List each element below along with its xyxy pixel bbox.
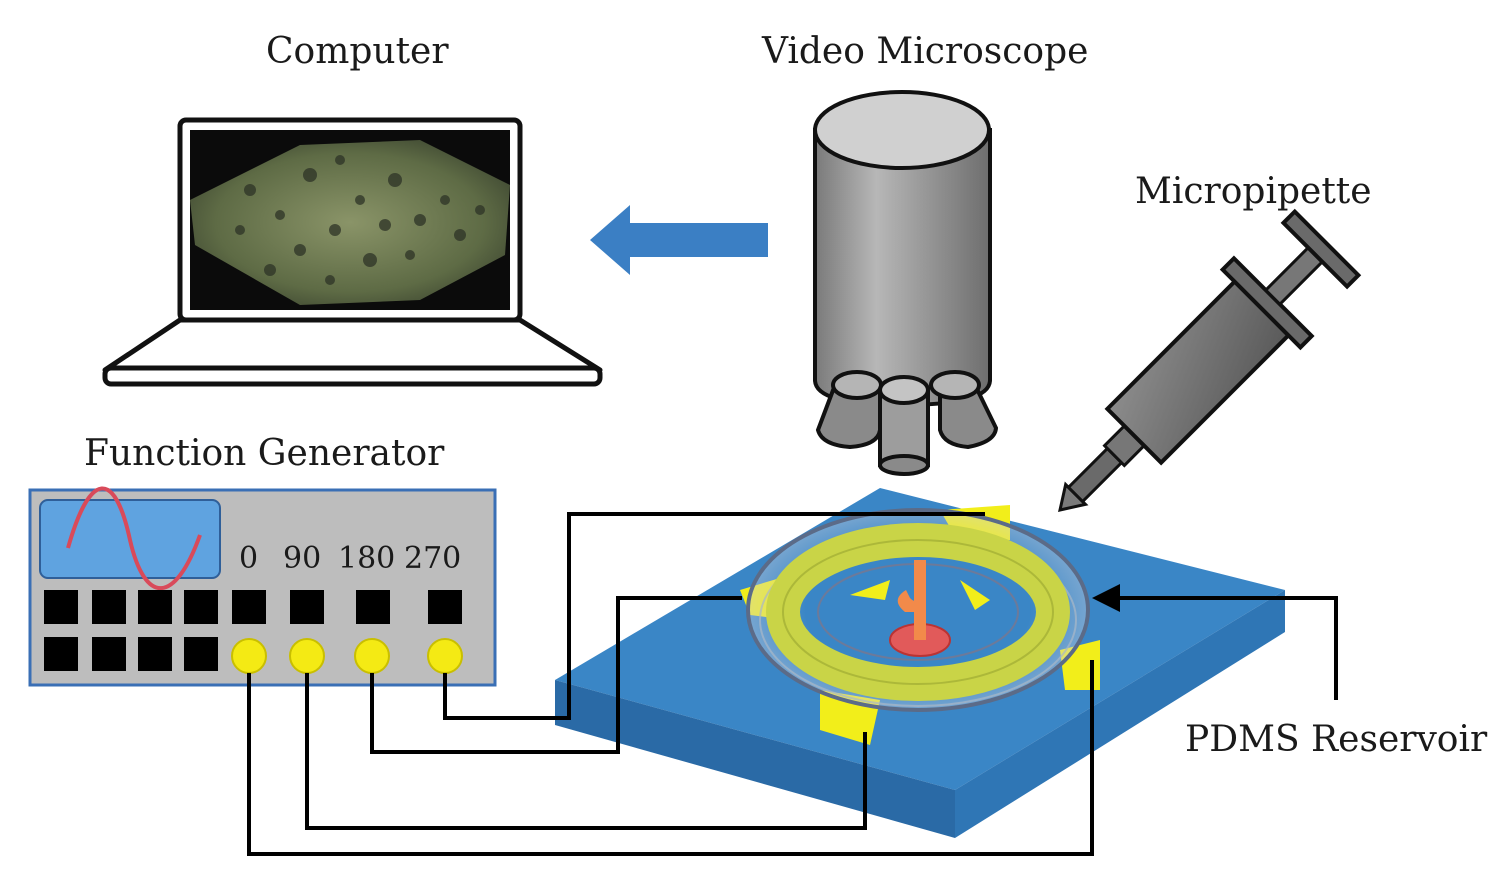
microscope-image (190, 140, 510, 305)
microscope-label: Video Microscope (762, 31, 1089, 72)
micropipette-label: Micropipette (1135, 171, 1372, 212)
phase-label-180: 180 (338, 541, 396, 576)
microscope-icon (813, 90, 999, 476)
function-generator-label: Function Generator (84, 433, 445, 474)
pdms-reservoir (746, 508, 1090, 712)
reservoir-label: PDMS Reservoir (1185, 719, 1488, 760)
laptop-icon (102, 117, 603, 387)
object-marker (889, 560, 951, 657)
phase-label-90: 90 (283, 541, 322, 576)
computer-label: Computer (266, 31, 449, 72)
phase-label-270: 270 (404, 541, 462, 576)
wires (247, 512, 1338, 856)
sine-wave-icon (66, 486, 202, 591)
reservoir-pointer-arrowhead (1092, 584, 1120, 612)
syringe-icon (1058, 208, 1362, 512)
generator-buttons (44, 590, 462, 671)
arrow-left-icon (590, 205, 768, 275)
objective-lenses (815, 370, 999, 476)
phase-label-0: 0 (239, 541, 259, 576)
function-generator (28, 486, 497, 687)
